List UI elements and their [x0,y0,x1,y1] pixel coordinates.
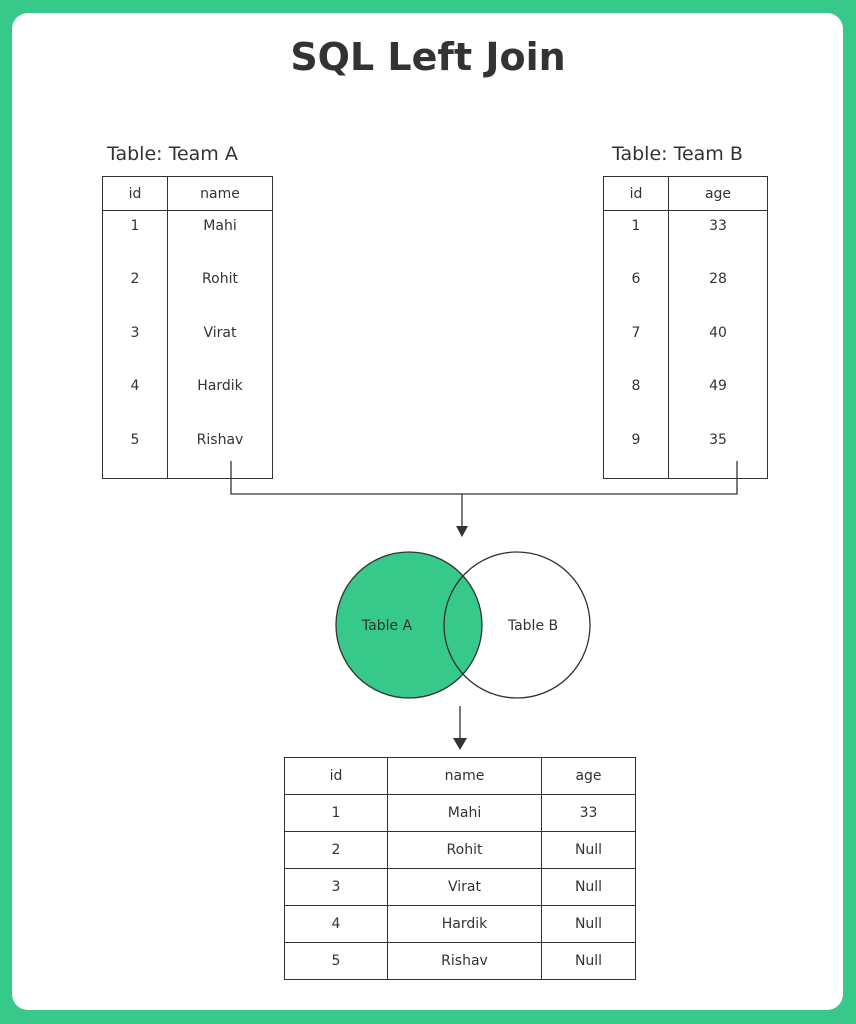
table-cell: 4 [102,371,168,425]
table-cell: 49 [668,371,768,425]
table-cell: 9 [603,424,669,479]
table-cell: Virat [387,868,542,906]
table-cell: 40 [668,317,768,371]
team-a-caption: Table: Team A [107,143,238,165]
table-cell: 1 [603,210,669,264]
table-row: 1 Mahi [102,210,273,264]
table-row: 6 28 [603,264,768,318]
venn-label-b: Table B [507,618,558,634]
venn-circle-a [335,551,483,699]
team-b-caption: Table: Team B [612,143,743,165]
table-row: 7 40 [603,317,768,371]
table-cell: Rohit [167,264,273,318]
venn-circle-b-outline [443,551,591,699]
table-cell: Null [541,905,636,943]
table-row: 9 35 [603,424,768,479]
table-row: 1 33 [603,210,768,264]
table-cell: Null [541,868,636,906]
table-cell: Null [541,942,636,980]
table-row: 1 Mahi 33 [284,794,636,832]
table-row: 5 Rishav Null [284,942,636,980]
header-cell: id [284,757,388,795]
table-row: 2 Rohit Null [284,831,636,869]
table-cell: Rishav [167,424,273,479]
table-header-row: id name [102,176,273,211]
table-cell: 7 [603,317,669,371]
table-row: 2 Rohit [102,264,273,318]
header-cell: name [387,757,542,795]
table-cell: 1 [284,794,388,832]
table-cell: 4 [284,905,388,943]
table-cell: 1 [102,210,168,264]
table-row: 3 Virat Null [284,868,636,906]
table-cell: Mahi [167,210,273,264]
header-cell: name [167,176,273,211]
table-cell: 5 [102,424,168,479]
table-cell: 33 [668,210,768,264]
table-row: 4 Hardik [102,371,273,425]
table-cell: 33 [541,794,636,832]
team-a-table: id name 1 Mahi 2 Rohit 3 Virat 4 Hardik … [102,176,273,479]
venn-label-a: Table A [361,618,413,634]
table-cell: 2 [102,264,168,318]
diagram-title: SQL Left Join [290,35,566,79]
table-cell: Mahi [387,794,542,832]
table-cell: Rohit [387,831,542,869]
table-cell: 6 [603,264,669,318]
table-cell: 28 [668,264,768,318]
table-cell: 2 [284,831,388,869]
table-cell: 3 [102,317,168,371]
header-cell: id [102,176,168,211]
arrow-down-icon [453,738,467,750]
table-row: 5 Rishav [102,424,273,479]
team-b-table: id age 1 33 6 28 7 40 8 49 9 35 [603,176,768,479]
table-cell: Null [541,831,636,869]
table-header-row: id age [603,176,768,211]
table-row: 4 Hardik Null [284,905,636,943]
table-row: 3 Virat [102,317,273,371]
arrow-down-icon [456,526,468,537]
table-row: 8 49 [603,371,768,425]
table-cell: 35 [668,424,768,479]
table-header-row: id name age [284,757,636,795]
table-cell: 3 [284,868,388,906]
result-table: id name age 1 Mahi 33 2 Rohit Null 3 Vir… [284,757,636,980]
table-cell: Hardik [387,905,542,943]
table-cell: Virat [167,317,273,371]
header-cell: id [603,176,669,211]
table-cell: 5 [284,942,388,980]
table-cell: Rishav [387,942,542,980]
header-cell: age [668,176,768,211]
table-cell: Hardik [167,371,273,425]
header-cell: age [541,757,636,795]
join-connector-line [230,461,738,495]
